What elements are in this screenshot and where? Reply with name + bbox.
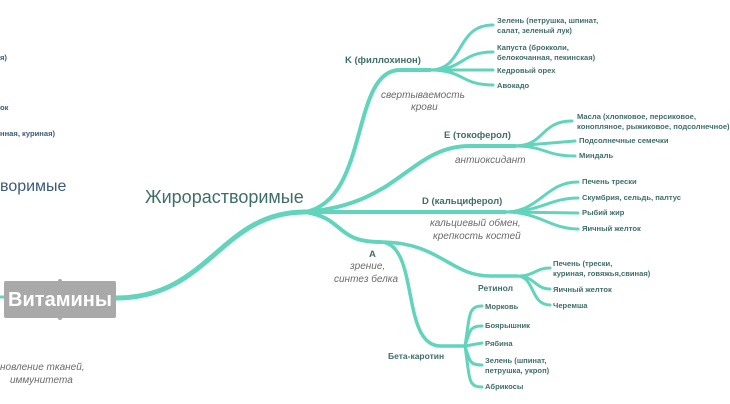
root-label: Витамины [8,289,112,311]
left-item-partial: ок [0,103,9,112]
branch-e [303,144,517,214]
source-item: Печень (трески, [553,259,612,268]
source-item: Капуста (брокколи, [497,43,569,52]
source-item: белокочанная, пекинская) [497,53,596,62]
fat-soluble-label[interactable]: Жирорастворимые [145,187,304,207]
source-item: салат, зеленый лук) [497,26,572,35]
vitamin-e-label[interactable]: E (токоферол) [444,130,511,141]
vitamin-a-caption: зрение, [349,261,385,272]
branch-retinol [378,240,519,278]
source-item: Скумбрия, сельдь, палтус [582,193,681,202]
root-caption: новление тканей, [0,362,85,373]
vitamin-d-label[interactable]: D (кальциферол) [422,196,502,207]
retinol-label[interactable]: Ретинол [478,283,513,293]
source-item: Яичный желток [582,224,641,233]
source-item: Кедровый орех [497,66,556,75]
branch-k [303,68,432,214]
vitamin-d-caption: крепкость костей [433,231,521,242]
vitamin-a-caption: синтез белка [334,273,398,285]
vitamin-k-caption: крови [411,102,438,113]
branch-a [303,210,382,244]
source-item: Авокадо [497,81,530,90]
source-item: петрушка, укроп) [485,366,550,375]
branch-fat-soluble [113,209,308,301]
vitamin-a-label[interactable]: A [369,249,376,260]
water-soluble-label-partial: воримые [0,178,67,195]
source-item: Зелень (шпинат, [485,356,546,365]
source-item: Подсолнечные семечки [579,136,669,145]
source-item: Боярышник [485,321,530,330]
root-node[interactable]: Витамины [4,279,116,320]
source-item: куриная, говяжья,свиная) [553,269,651,278]
source-item: Миндаль [579,151,613,160]
source-item: Яичный желток [553,285,612,294]
source-item: Морковь [485,302,519,311]
vitamin-e-caption: антиоксидант [455,155,526,166]
vitamin-k-caption: свертываемость [381,90,465,101]
source-item: Печень трески [582,177,637,186]
source-item: Черемша [553,301,588,310]
branch-beta-carotene [378,240,467,348]
source-item: Рябина [485,339,513,348]
vitamin-d-caption: кальциевый обмен, [430,217,521,229]
left-item-partial: нная, куриная) [0,129,56,138]
left-item-partial: я) [0,53,7,62]
source-item: Масла (хлопковое, персиковое, [577,112,696,121]
source-item: Абрикосы [485,382,523,391]
source-item: Зелень (петрушка, шпинат, [497,16,598,25]
root-caption: иммунитета [10,375,73,386]
vitamin-k-label[interactable]: K (филлохинон) [345,55,421,66]
source-item: конопляное, рыжиковое, подсолнечное) [577,122,730,131]
source-item: Рыбий жир [582,208,625,217]
beta-carotene-label[interactable]: Бета-каротин [388,351,444,361]
